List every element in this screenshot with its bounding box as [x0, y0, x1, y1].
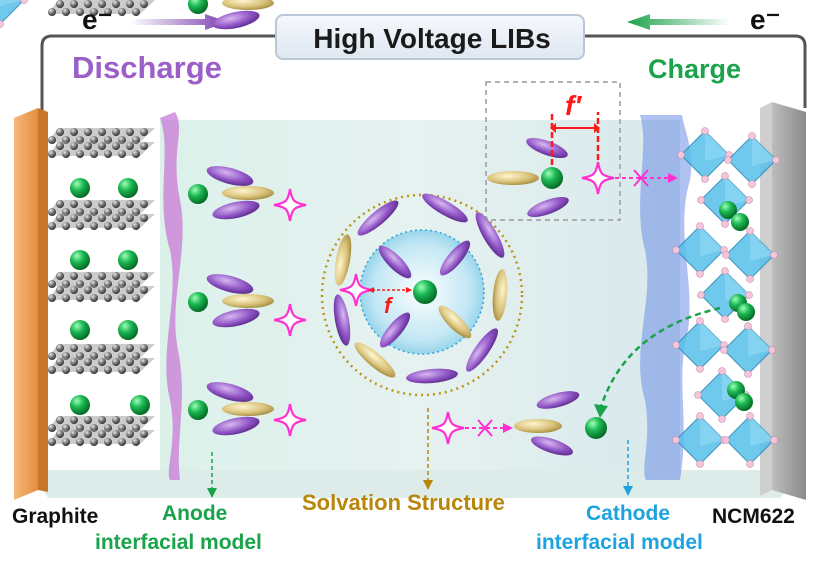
- li-ion-icon: [70, 178, 150, 415]
- anode-label-line2: interfacial model: [95, 531, 262, 554]
- page-title: High Voltage LIBs: [313, 23, 551, 54]
- blocked-arrow-icon: [615, 169, 678, 187]
- cathode-inset: [485, 81, 678, 221]
- anode-interphase: [160, 112, 183, 480]
- charge-label: Charge: [648, 54, 742, 84]
- electron-arrow-icon: [130, 14, 228, 30]
- solvation-label: Solvation Structure: [302, 490, 505, 515]
- li-ion-icon: [585, 417, 607, 439]
- ncm-label: NCM622: [712, 505, 795, 528]
- cathode-interfacial-model: [430, 391, 607, 456]
- cathode-label-line2: interfacial model: [536, 531, 703, 554]
- li-ion-icon: [541, 167, 563, 189]
- discharge-label: Discharge: [72, 50, 222, 85]
- cathode-interphase: [640, 115, 692, 480]
- graphite-current-collector: [14, 108, 38, 500]
- electron-label-left: e⁻: [82, 4, 113, 35]
- ncm-current-collector: [772, 102, 806, 500]
- graphite-label: Graphite: [12, 505, 99, 528]
- electrolyte-floor: [30, 470, 805, 498]
- ncm-lattice: [0, 0, 781, 469]
- li-ion-icon: [719, 201, 755, 411]
- graphite-layers: [48, 0, 155, 446]
- label-pointers: [207, 408, 633, 498]
- li-migration-arrow: [598, 306, 721, 411]
- solvation-structure: [320, 193, 524, 397]
- li-ion-icon: [413, 280, 437, 304]
- anode-interfacial-model: [188, 0, 308, 439]
- f-prime-symbol: f′: [565, 90, 582, 121]
- cathode-label-line1: Cathode: [586, 502, 670, 525]
- external-circuit-wire: [40, 34, 807, 112]
- anode-label-line1: Anode: [162, 502, 228, 525]
- electron-label-right: e⁻: [750, 4, 781, 35]
- title-box: High Voltage LIBs: [275, 14, 585, 60]
- f-symbol: f: [384, 293, 392, 318]
- blocked-arrow-icon: [465, 419, 513, 437]
- electron-arrow-icon: [627, 14, 730, 30]
